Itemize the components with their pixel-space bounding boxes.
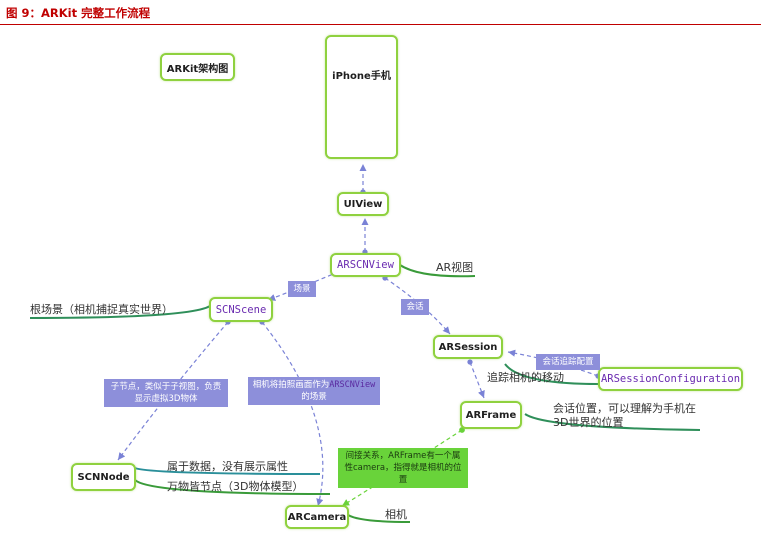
label-camera-scene-prefix: 相机将拍照画面作为 (252, 380, 330, 390)
label-camera-scene: 相机将拍照画面作为ARSCNView的场景 (248, 377, 380, 405)
note-ar-view: AR视图 (436, 261, 474, 274)
edge-scnscene-scnnode (117, 319, 231, 461)
note-connectors (29, 264, 701, 523)
node-scnnode[interactable]: SCNNode (71, 463, 136, 491)
note-camera: 相机 (385, 508, 407, 521)
edge-config-arsession (507, 349, 601, 379)
node-iphone[interactable]: iPhone手机 (325, 35, 398, 159)
edge-scnscene-arcamera (259, 319, 324, 507)
node-arframe[interactable]: ARFrame (460, 401, 522, 429)
figure-title: 图 9：ARKit 完整工作流程 (6, 6, 151, 20)
label-indirect: 间接关系，ARFrame有一个属性camera，指得就是相机的位置 (338, 448, 468, 488)
label-child-node: 子节点，类似于子视图，负责显示虚拟3D物体 (104, 379, 228, 407)
note-everything-node: 万物皆节点（3D物体模型） (167, 480, 304, 493)
note-root-scene: 根场景（相机捕捉真实世界） (30, 303, 173, 316)
node-arsessionconfiguration[interactable]: ARSessionConfiguration (598, 367, 743, 391)
node-scnscene[interactable]: SCNScene (209, 297, 273, 322)
note-track-camera: 追踪相机的移动 (487, 371, 564, 384)
label-camera-scene-code: ARSCNView (329, 380, 376, 390)
node-arcamera[interactable]: ARCamera (285, 505, 349, 529)
note-session-pos-2: 3D世界的位置 (553, 416, 624, 429)
label-camera-scene-suffix: 的场景 (301, 392, 327, 402)
title-rule (0, 24, 761, 25)
node-arsession[interactable]: ARSession (433, 335, 503, 359)
node-arscnview[interactable]: ARSCNView (330, 253, 401, 277)
label-scene: 场景 (288, 281, 316, 297)
label-session-tracking: 会话追踪配置 (536, 354, 600, 370)
node-uiview[interactable]: UIView (337, 192, 389, 216)
edge-arsession-arframe (467, 359, 485, 399)
note-data-attr: 属于数据，没有展示属性 (167, 460, 288, 473)
node-arkit[interactable]: ARKit架构图 (160, 53, 235, 81)
label-session: 会话 (401, 299, 429, 315)
note-session-pos-1: 会话位置，可以理解为手机在 (553, 402, 696, 415)
